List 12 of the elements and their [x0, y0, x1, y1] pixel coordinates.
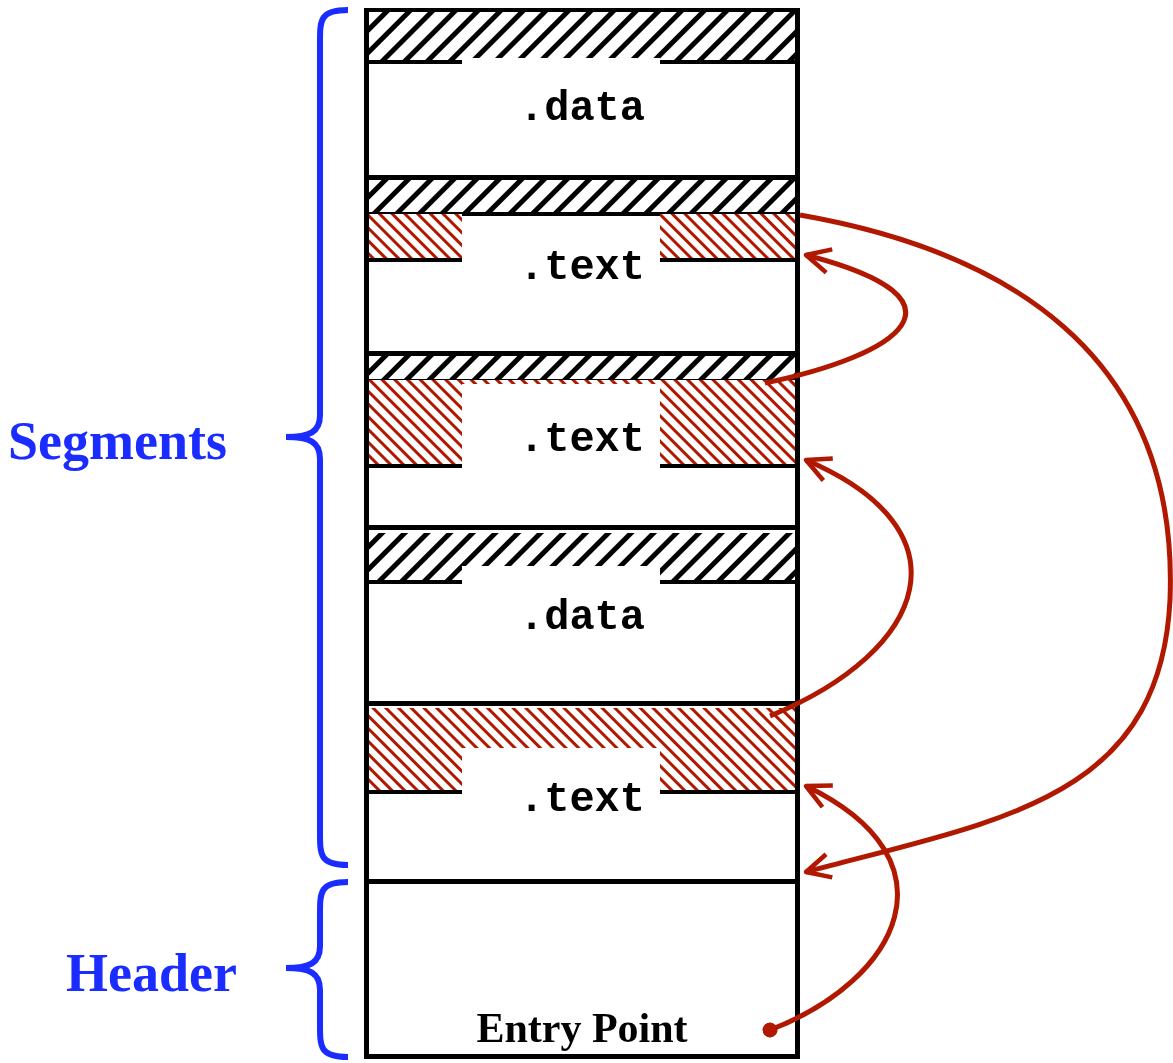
- entry-point-label: Entry Point: [475, 1004, 689, 1052]
- bracket-label: Header: [66, 942, 237, 1004]
- bracket-label: Segments: [8, 410, 227, 472]
- section-name: .data: [518, 594, 646, 642]
- arrow: [768, 457, 914, 719]
- arrow: [762, 783, 900, 1038]
- section-name: .data: [518, 85, 646, 133]
- section-name: .text: [518, 776, 646, 824]
- section-name: .text: [518, 416, 646, 464]
- arrow: [799, 212, 1173, 880]
- arrow: [764, 248, 908, 386]
- section-name: .text: [518, 244, 646, 292]
